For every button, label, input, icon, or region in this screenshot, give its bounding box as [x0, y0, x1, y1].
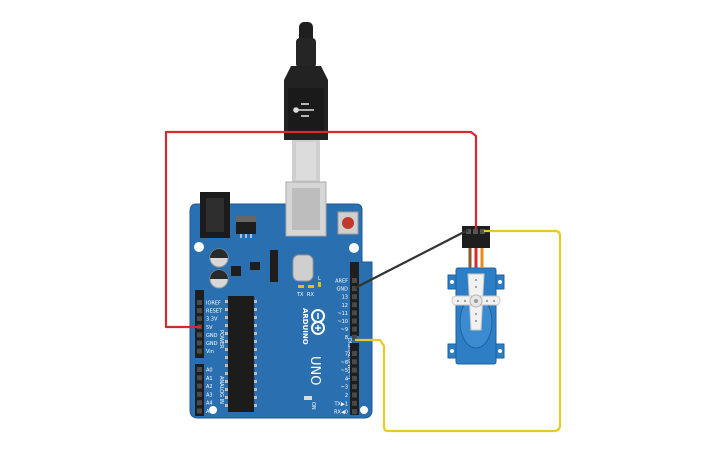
power-header [195, 290, 204, 358]
digital-pin[interactable] [352, 359, 357, 365]
led-l [318, 282, 321, 287]
servo-leads [468, 246, 484, 268]
digital-pin[interactable] [352, 375, 357, 381]
digital-pin[interactable] [352, 409, 357, 415]
analog-pin-label: A3 [206, 392, 213, 398]
power-pin-label: GND [206, 341, 218, 347]
servo-horn[interactable] [451, 273, 501, 331]
mounting-hole [194, 242, 204, 252]
servo-connector [462, 226, 490, 248]
analog-pin[interactable] [197, 375, 202, 381]
digital-pin[interactable] [352, 302, 357, 308]
power-pin-label: RESET [206, 309, 223, 315]
analog-pin-label: A4 [206, 401, 213, 407]
power-pin[interactable] [197, 332, 202, 338]
crystal [292, 254, 314, 282]
led-rx [308, 285, 314, 288]
digital-pin[interactable] [352, 326, 357, 332]
power-pin-label: 5V [206, 325, 213, 331]
smd-chip [250, 262, 260, 270]
digital-pin[interactable] [352, 351, 357, 356]
digital-pin[interactable] [352, 286, 357, 292]
digital-pin-label: 12 [342, 303, 348, 309]
digital-pin[interactable] [352, 334, 357, 340]
capacitor [209, 269, 229, 289]
power-pin[interactable] [197, 300, 202, 305]
power-pin-label: IOREF [206, 301, 221, 307]
digital-pin-label: 7 [345, 352, 348, 358]
digital-pin[interactable] [352, 278, 357, 283]
analog-pin[interactable] [197, 367, 202, 372]
digital-pin[interactable] [352, 318, 357, 324]
digital-pin-label: AREF [335, 279, 348, 285]
mounting-hole [349, 243, 359, 253]
digital-pin-label: RX◀0 [334, 410, 348, 416]
power-pin-label: GND [206, 333, 218, 339]
power-pin-label: 3.3V [206, 317, 218, 323]
digital-pin-label: ~11 [337, 311, 348, 317]
digital-pin[interactable] [352, 392, 357, 398]
usb-cable [284, 22, 328, 182]
analog-pin[interactable] [197, 391, 202, 397]
yellow-wire-signal[interactable] [355, 229, 562, 433]
digital-pin-label: ~6 [341, 360, 348, 366]
mounting-hole [209, 406, 217, 414]
power-pin[interactable] [197, 348, 202, 354]
digital-pin-label: TX▶1 [333, 401, 348, 407]
analog-pin-label: A0 [206, 368, 213, 374]
digital-pin-label: 13 [342, 295, 348, 301]
servo-motor[interactable] [447, 267, 505, 365]
digital-pin-label: 8 [345, 335, 348, 341]
analog-pin-label: A2 [206, 384, 213, 390]
model-label: UNO [307, 356, 322, 385]
led-tx [298, 285, 304, 288]
digital-pin-label: ~10 [337, 319, 348, 325]
analog-pin[interactable] [197, 400, 202, 406]
analog-header-label: ANALOG IN [218, 376, 224, 404]
brand-label: ARDUINO [301, 308, 309, 345]
analog-pin-label: A1 [206, 376, 213, 382]
power-header-label: POWER [218, 330, 224, 349]
analog-header [195, 364, 204, 416]
capacitor [209, 248, 229, 268]
digital-header-label: DIGITAL (PWM~) [346, 338, 352, 380]
mounting-hole [360, 406, 368, 414]
arduino-uno-board[interactable]: TX RX L ARDUINO UNO ON POWER ANALOG IN D… [189, 181, 373, 419]
digital-pin-label: ~5 [341, 368, 348, 374]
rx-label: RX [307, 292, 314, 298]
power-pin-label: Vin [206, 349, 214, 355]
black-wire-gnd[interactable] [354, 229, 469, 289]
tx-label: TX [296, 292, 304, 298]
digital-pin-label: GND [337, 287, 349, 293]
digital-pin-label: 2 [345, 393, 348, 399]
led-on [304, 396, 312, 400]
analog-pin[interactable] [197, 408, 202, 414]
voltage-regulator [236, 216, 256, 238]
digital-pin[interactable] [352, 310, 357, 316]
digital-pin[interactable] [352, 384, 357, 390]
diode [231, 266, 241, 276]
usb-controller [270, 250, 278, 282]
power-pin[interactable] [197, 316, 202, 322]
digital-pin-label: ~3 [341, 385, 348, 391]
analog-pin-label: A5 [206, 409, 213, 415]
arduino-logo [311, 309, 325, 335]
analog-pin[interactable] [197, 383, 202, 389]
digital-pin[interactable] [352, 400, 357, 406]
digital-pin-label: ~9 [341, 327, 348, 333]
red-wire-5v[interactable] [164, 130, 478, 329]
atmega-chip [225, 296, 257, 412]
on-label: ON [310, 402, 316, 410]
digital-pin[interactable] [352, 294, 357, 300]
l-label: L [318, 276, 321, 282]
power-pin[interactable] [197, 308, 202, 314]
digital-pin-label: 4 [345, 376, 348, 382]
digital-pin[interactable] [352, 367, 357, 373]
power-pin[interactable] [197, 340, 202, 346]
reset-button[interactable] [337, 211, 359, 235]
